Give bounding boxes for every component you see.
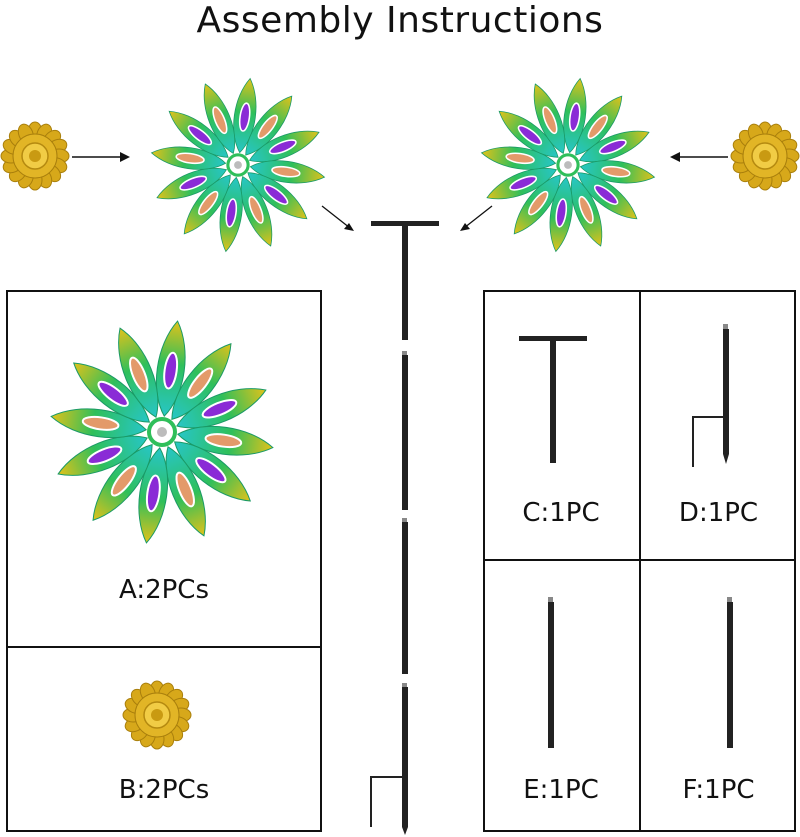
part-a-flower [50,320,274,544]
flower-cap-right [730,121,800,191]
divider-line [483,559,796,561]
divider-line [6,646,322,648]
part-c-t-pole [519,336,587,463]
part-a-label: A:2PCs [118,575,209,605]
part-b-label: B:2PCs [118,775,210,805]
arrow-right-icon [72,152,130,162]
part-c-label: C:1PC [522,498,600,528]
arrow-diagonal-right-icon [460,205,493,231]
part-d-stake-pole [692,324,729,467]
divider-line [639,290,641,832]
part-b-cap [122,680,192,750]
part-f-pole [727,597,733,748]
part-d-label: D:1PC [678,498,759,528]
part-e-pole [548,597,554,748]
part-e-label: E:1PC [523,775,599,805]
parts-box-left [6,290,322,832]
pole-assembly-center [370,221,439,835]
page-title: Assembly Instructions [196,0,604,41]
flower-cap-left [0,121,70,191]
pinwheel-flower-right [480,77,656,253]
part-f-label: F:1PC [682,775,755,805]
arrow-left-icon [670,152,728,162]
arrow-diagonal-left-icon [321,205,354,231]
pinwheel-flower-left [150,77,326,253]
